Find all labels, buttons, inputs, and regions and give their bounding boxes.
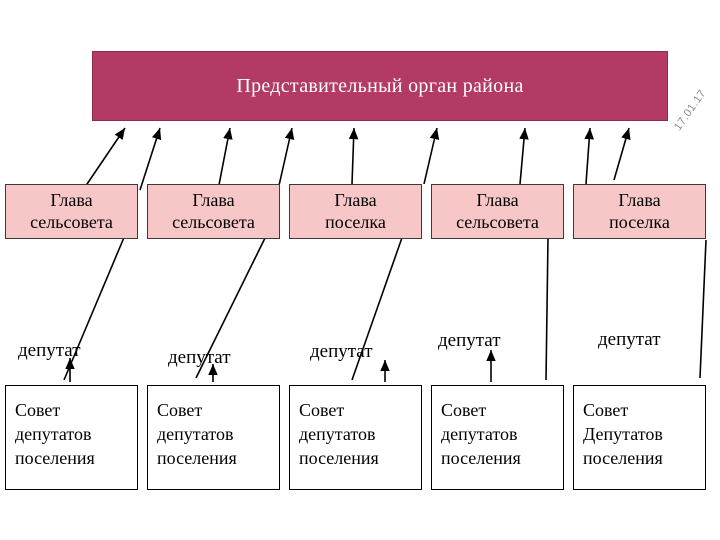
node-council-5-line2: Депутатов bbox=[583, 424, 663, 445]
node-head-4: Глава сельсовета bbox=[431, 184, 564, 239]
node-head-2: Глава сельсовета bbox=[147, 184, 280, 239]
node-head-2-line2: сельсовета bbox=[172, 211, 255, 232]
node-head-3: Глава поселка bbox=[289, 184, 422, 239]
node-council-2-line3: поселения bbox=[157, 448, 237, 469]
edge-head1-to-top bbox=[82, 127, 126, 191]
node-head-3-line2: поселка bbox=[325, 211, 386, 232]
node-council-2-line2: депутатов bbox=[157, 424, 234, 445]
edge-head4-to-top bbox=[423, 127, 440, 185]
node-head-4-line2: сельсовета bbox=[456, 211, 539, 232]
node-council-1-line3: поселения bbox=[15, 448, 95, 469]
node-council-4: Совет депутатов поселения bbox=[431, 385, 564, 490]
edge-council2-to-head2 bbox=[195, 231, 269, 379]
node-representative-body: Представительный орган района bbox=[92, 51, 668, 121]
node-council-5-line3: поселения bbox=[583, 448, 663, 469]
node-council-3-line1: Совет bbox=[299, 400, 345, 420]
edge-council4-to-head4 bbox=[545, 237, 549, 381]
edge-head2-to-top bbox=[139, 127, 162, 191]
node-council-5: Совет Депутатов поселения bbox=[573, 385, 706, 490]
node-head-4-line1: Глава bbox=[476, 189, 519, 210]
node-head-1-line1: Глава bbox=[50, 189, 93, 210]
node-head-5: Глава поселка bbox=[573, 184, 706, 239]
node-council-1-line1: Совет bbox=[15, 400, 61, 420]
node-head-2-line1: Глава bbox=[192, 189, 235, 210]
node-head-3-line1: Глава bbox=[334, 189, 377, 210]
edge-council3-to-head3 bbox=[351, 231, 405, 381]
node-representative-body-label: Представительный орган района bbox=[236, 74, 524, 97]
node-council-2: Совет депутатов поселения bbox=[147, 385, 280, 490]
label-deputat-3: депутат bbox=[310, 341, 373, 362]
label-deputat-2: депутат bbox=[168, 347, 231, 368]
label-deputat-5: депутат bbox=[598, 329, 661, 350]
label-deputat-1: депутат bbox=[18, 340, 81, 361]
edge-head3-to-top bbox=[277, 127, 295, 191]
node-council-4-line1: Совет bbox=[441, 400, 487, 420]
edge-council1-to-head1 bbox=[63, 227, 129, 381]
node-head-5-line1: Глава bbox=[618, 189, 661, 210]
node-council-2-line1: Совет bbox=[157, 400, 203, 420]
node-head-1-line2: сельсовета bbox=[30, 211, 113, 232]
node-council-4-line2: депутатов bbox=[441, 424, 518, 445]
node-council-4-line3: поселения bbox=[441, 448, 521, 469]
node-council-5-line1: Совет bbox=[583, 400, 629, 420]
edge-head5b-to-top bbox=[613, 127, 631, 181]
node-council-3-line3: поселения bbox=[299, 448, 379, 469]
edge-head5-to-top bbox=[584, 127, 594, 185]
edge-council5-to-head5 bbox=[699, 239, 707, 379]
edge-head3b-to-top bbox=[348, 127, 359, 185]
edge-head2b-to-top bbox=[217, 127, 233, 191]
node-head-1: Глава сельсовета bbox=[5, 184, 138, 239]
node-council-1-line2: депутатов bbox=[15, 424, 92, 445]
label-deputat-4: депутат bbox=[438, 330, 501, 351]
node-council-3-line2: депутатов bbox=[299, 424, 376, 445]
edge-head4b-to-top bbox=[519, 127, 529, 185]
node-council-1: Совет депутатов поселения bbox=[5, 385, 138, 490]
node-head-5-line2: поселка bbox=[609, 211, 670, 232]
node-council-3: Совет депутатов поселения bbox=[289, 385, 422, 490]
